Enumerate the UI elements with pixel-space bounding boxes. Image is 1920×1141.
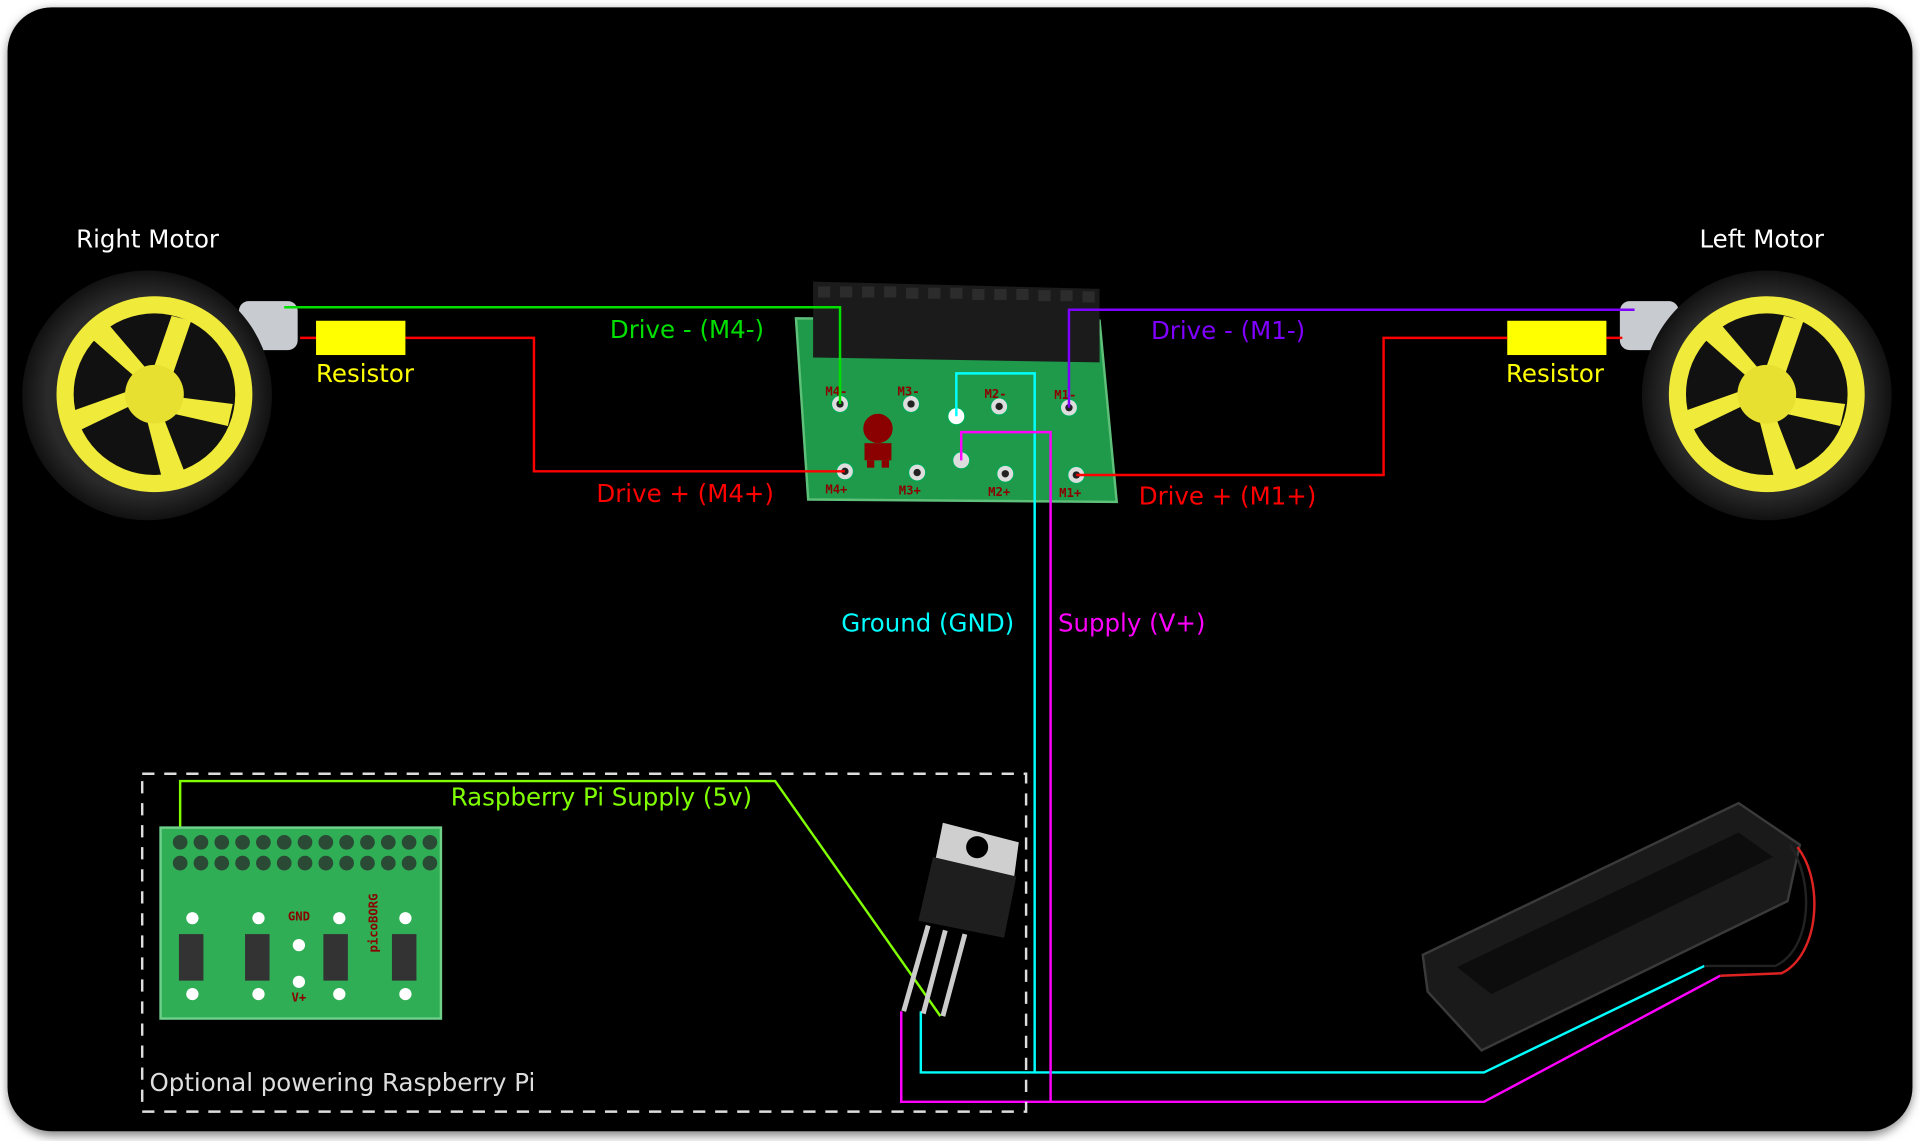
robot-logo-icon xyxy=(863,413,893,468)
wire-supply-battery xyxy=(1050,974,1721,1104)
pin-label: M4+ xyxy=(825,482,847,496)
wire-label-ground: Ground (GND) xyxy=(841,609,1014,638)
voltage-regulator xyxy=(901,822,1019,1017)
pin-label: M2+ xyxy=(988,485,1010,499)
picoborg-board: GND V+ picoBORG xyxy=(159,826,443,1020)
wire-ground-battery xyxy=(1034,964,1705,1074)
right-motor-label: Right Motor xyxy=(76,224,220,253)
wire-supply xyxy=(900,430,1052,1104)
battery-holder xyxy=(1421,801,1816,1052)
gnd-label: GND xyxy=(288,910,310,924)
left-motor-label: Left Motor xyxy=(1699,224,1824,253)
wire-label-m1-plus: Drive + (M1+) xyxy=(1139,481,1317,510)
brand-label: picoBORG xyxy=(366,894,380,953)
gpio-header xyxy=(813,281,1100,363)
wire-label-supply: Supply (V+) xyxy=(1058,609,1206,638)
pin-label: M3+ xyxy=(899,484,921,498)
wire-ground xyxy=(919,372,1036,1074)
resistor-label: Resistor xyxy=(316,359,415,388)
wire-label-pi-supply: Raspberry Pi Supply (5v) xyxy=(451,783,752,812)
right-motor: Right Motor xyxy=(22,224,298,521)
vplus-label: V+ xyxy=(292,990,307,1004)
diagram-background xyxy=(7,7,1913,1132)
optional-section-label: Optional powering Raspberry Pi xyxy=(150,1068,536,1097)
wire-pi-supply xyxy=(178,779,942,1017)
wire-label-m1-minus: Drive - (M1-) xyxy=(1151,316,1305,345)
pin-label: M4- xyxy=(825,384,847,398)
pin-label: M3- xyxy=(898,384,920,398)
pin-label: M1+ xyxy=(1059,486,1081,500)
wire-m1-plus xyxy=(1076,336,1508,477)
resistor-right xyxy=(1507,320,1607,356)
wire-m4-plus xyxy=(405,336,845,473)
pin-label: M1- xyxy=(1054,388,1076,402)
wire-m1-minus xyxy=(1067,308,1635,408)
left-motor: Left Motor xyxy=(1619,224,1892,521)
resistor-label: Resistor xyxy=(1506,359,1605,388)
wire-label-m4-minus: Drive - (M4-) xyxy=(610,315,764,344)
wire-m4-minus xyxy=(284,306,842,405)
optional-section-box xyxy=(140,772,1028,1113)
pin-label: M2- xyxy=(984,387,1006,401)
wire-label-m4-plus: Drive + (M4+) xyxy=(596,479,774,508)
resistor-left xyxy=(316,320,406,356)
